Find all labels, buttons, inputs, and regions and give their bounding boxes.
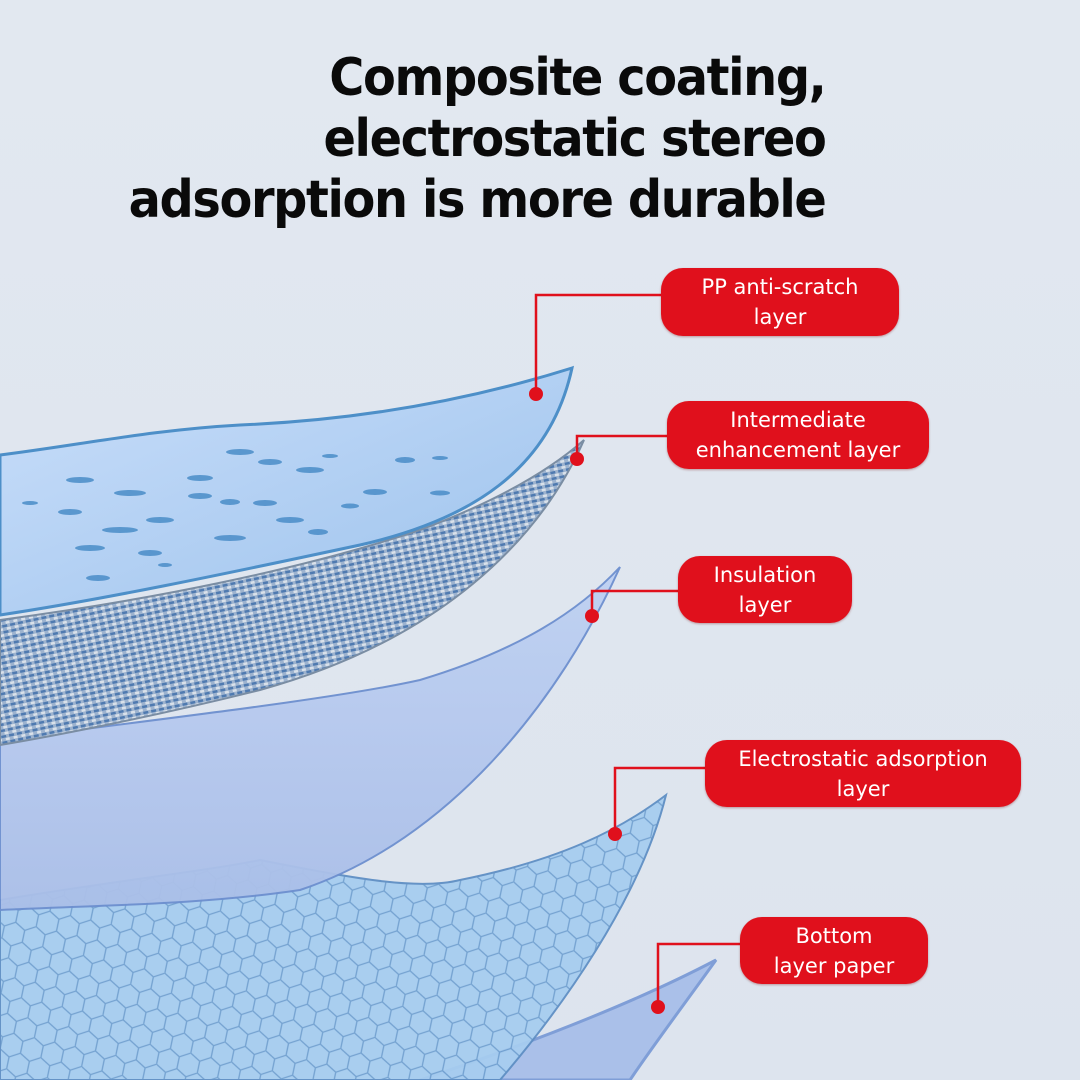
leader-line-insulation xyxy=(590,589,680,616)
leader-line-bottom xyxy=(656,942,740,1007)
headline-line-1: Composite coating, xyxy=(328,48,827,108)
dot-bottom xyxy=(651,1000,665,1014)
label-text: layer paper xyxy=(773,953,895,978)
label-pp-anti-scratch: PP anti-scratch layer xyxy=(661,268,899,336)
label-text: layer xyxy=(738,592,792,617)
label-text: Bottom xyxy=(795,923,873,948)
label-text: Insulation xyxy=(713,562,817,587)
label-insulation: Insulation layer xyxy=(678,556,852,623)
water-droplets xyxy=(22,449,450,581)
label-text: layer xyxy=(753,305,807,329)
label-text: layer xyxy=(836,776,890,801)
label-electrostatic-adsorption: Electrostatic adsorption layer xyxy=(705,740,1021,807)
dot-pp xyxy=(529,387,543,401)
leader-dots xyxy=(529,387,665,1014)
leader-line-intermediate xyxy=(575,434,668,459)
label-text: PP anti-scratch xyxy=(701,275,859,299)
leader-line-electrostatic xyxy=(613,766,706,834)
label-text: enhancement layer xyxy=(695,438,901,462)
leader-lines xyxy=(534,293,740,1007)
insulation-sheet xyxy=(0,566,621,912)
headline-line-2: electrostatic stereo xyxy=(323,109,826,169)
dot-insulation xyxy=(585,609,599,623)
label-text: Intermediate xyxy=(730,408,866,432)
label-bottom-paper: Bottom layer paper xyxy=(740,917,928,984)
headline-line-3: adsorption is more durable xyxy=(128,170,826,230)
label-intermediate-enhancement: Intermediate enhancement layer xyxy=(667,401,929,469)
headline: Composite coating, electrostatic stereo … xyxy=(128,48,827,231)
dot-electrostatic xyxy=(608,827,622,841)
label-text: Electrostatic adsorption xyxy=(738,746,988,771)
leader-line-pp xyxy=(534,293,662,394)
dot-intermediate xyxy=(570,452,584,466)
